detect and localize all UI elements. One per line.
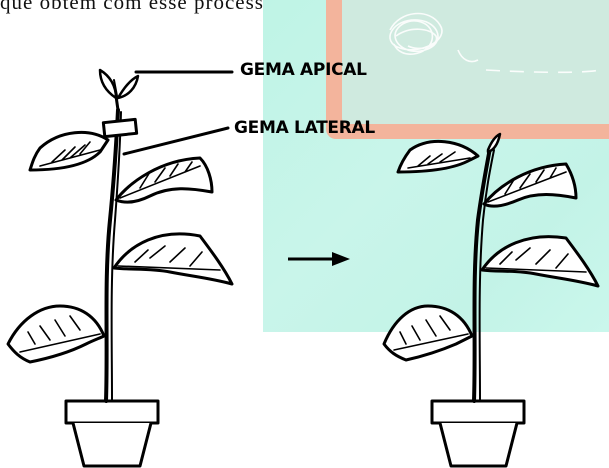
apical-shoot [100,70,138,110]
right-leaf-upper-left [398,141,478,172]
cut-band [103,119,136,136]
lateral-bud-label: GEMA LATERAL [234,118,375,138]
scribble-icon [390,14,600,73]
lateral-sprout [488,134,500,152]
apical-bud-label: GEMA APICAL [240,60,367,80]
right-leaf-upper-right [484,164,576,206]
plant-without-apical-bud [384,134,598,466]
left-leaf-middle-right [114,234,232,284]
left-pot [66,401,158,466]
right-arrow-icon [288,252,350,266]
left-leaf-lower-left [8,306,104,362]
right-leaf-middle-right [482,237,598,286]
right-pot [432,401,524,466]
left-leaf-upper-left [30,132,108,170]
lateral-leader-line [124,128,228,154]
right-leaf-lower-left [384,306,472,360]
left-leaf-upper-right [116,158,212,202]
plant-with-apical-bud [8,70,232,466]
